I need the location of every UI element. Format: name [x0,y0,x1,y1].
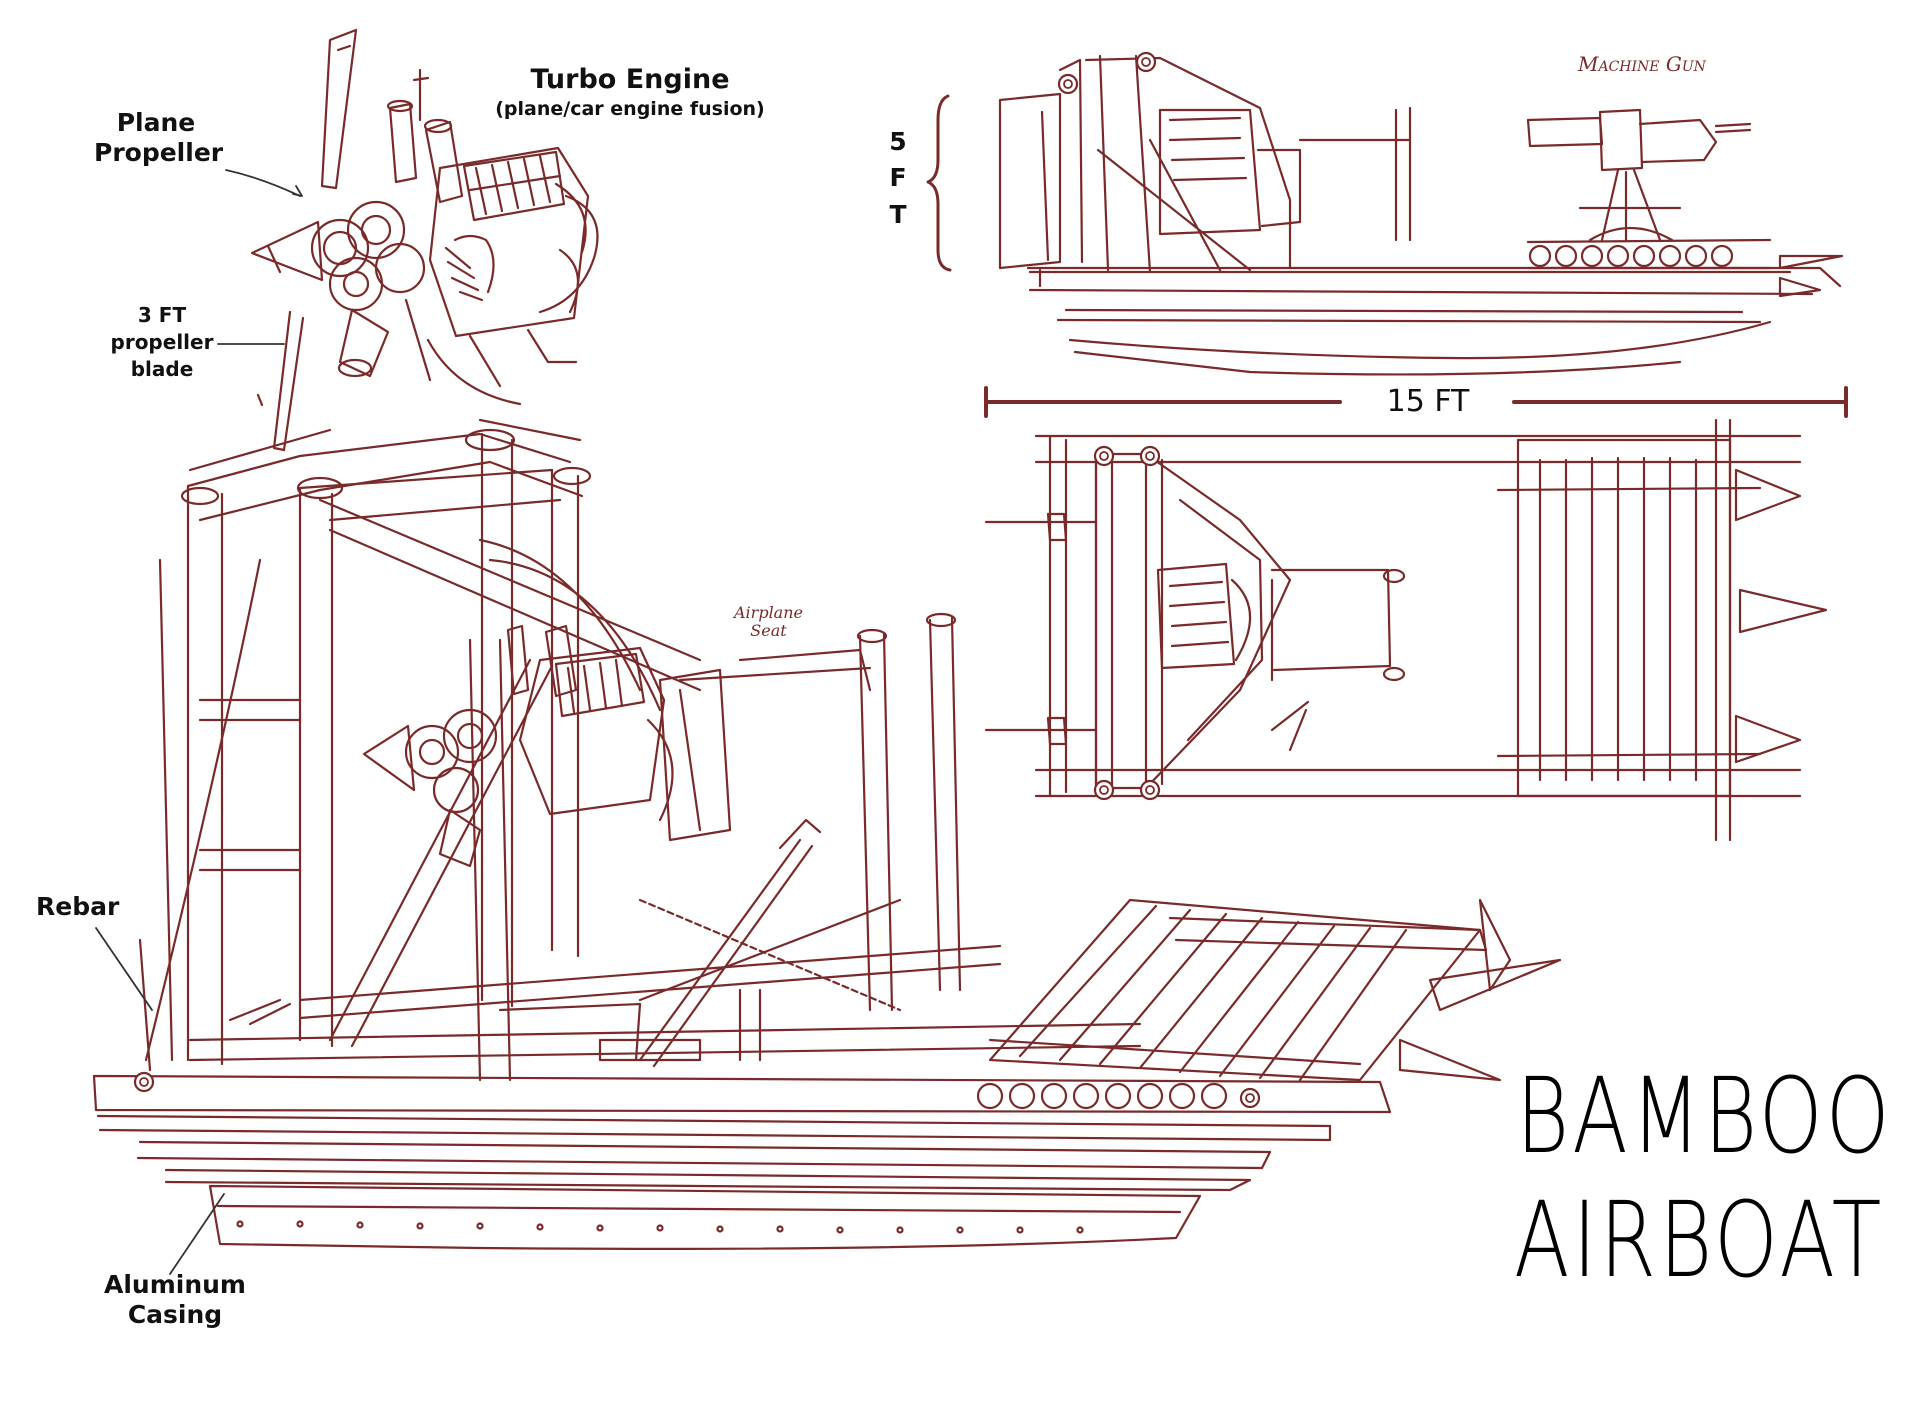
side-view [926,51,1844,376]
rebar-label: Rebar [36,892,120,921]
aluminum-casing-label: Aluminum Casing [100,1270,250,1330]
turbo-engine-title: Turbo Engine [530,64,730,95]
height-label-f: F [889,163,907,193]
aluminum-casing-label-line1: Aluminum [104,1270,246,1299]
leader-lines [95,169,303,1275]
turbo-engine-note: (plane/car engine fusion) [495,98,765,121]
engine-propeller-sketch [250,28,599,452]
airplane-seat-label-line1: Airplane [734,603,803,622]
perspective-view [92,418,1562,1250]
aluminum-casing-label-line2: Casing [127,1300,223,1329]
length-dimension [984,386,1848,418]
machine-gun-label: Machine Gun [1578,52,1706,76]
propeller-blade-label: 3 FT propeller blade [106,302,218,383]
length-label: 15 FT [1386,384,1470,419]
height-label-t: T [889,199,907,229]
turbo-engine-label: Turbo Engine (plane/car engine fusion) [490,64,770,121]
propeller-blade-word1: propeller [110,330,214,354]
plane-propeller-label: Plane Propeller [94,108,224,168]
height-label: 5 F T [884,124,912,233]
sheet-title-line2: AIRBOAT [1514,1179,1885,1301]
plane-propeller-label-line2: Propeller [94,138,224,167]
airplane-seat-label-line2: Seat [750,620,787,640]
sheet-title-line1: BAMBOO [1516,1055,1893,1177]
propeller-blade-length: 3 FT [137,303,187,327]
airplane-seat-label: Airplane Seat [734,604,803,639]
propeller-blade-word2: blade [130,357,194,381]
top-view [984,418,1828,842]
plane-propeller-label-line1: Plane [116,108,196,137]
height-label-5: 5 [889,127,907,156]
